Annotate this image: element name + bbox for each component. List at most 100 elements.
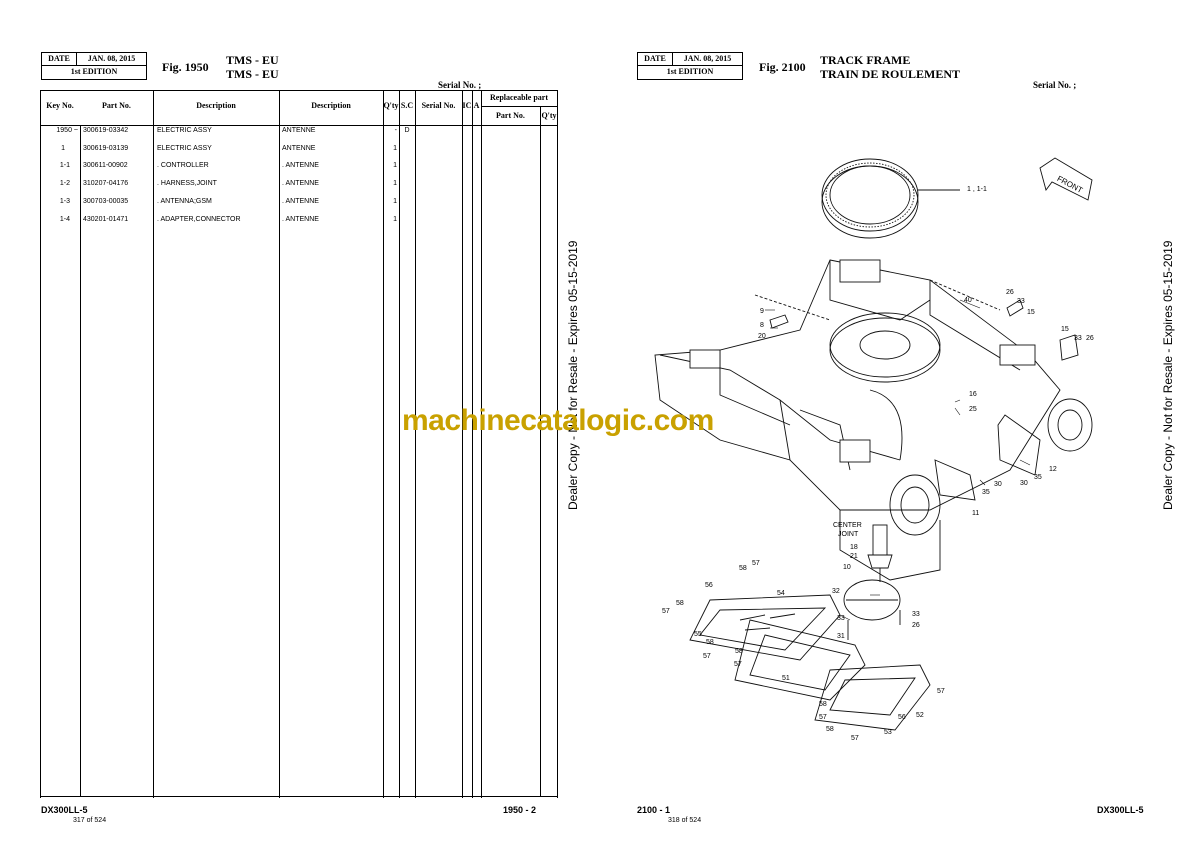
row-key: 1-4 (59, 216, 70, 223)
right-fig-title-2: TRAIN DE ROULEMENT (820, 67, 961, 81)
callout-58e: 58 (819, 701, 827, 708)
callout-15b: 15 (1061, 326, 1069, 333)
left-serial-label: Serial No. ; (438, 80, 482, 90)
callout-58a: 58 (739, 565, 747, 572)
right-footer-page: 2100 - 1 (637, 805, 671, 815)
callout-25: 25 (969, 406, 977, 413)
callout-8: 8 (760, 322, 764, 329)
callout-30: 30 (1020, 480, 1028, 487)
swing-bearing (821, 158, 919, 239)
callout-57g: 57 (851, 735, 859, 742)
row-part-no: 300619-03342 (83, 127, 129, 134)
right-dealer-stamp: Dealer Copy - Not for Resale - Expires 0… (1161, 240, 1175, 510)
callout-51: 51 (782, 675, 790, 682)
callout-58b: 58 (676, 600, 684, 607)
row-key: 1 (61, 145, 65, 152)
callout-20: 20 (758, 333, 766, 340)
callout-56b: 56 (898, 714, 906, 721)
callout-15: 15 (1027, 309, 1035, 316)
row-description-fr: . ANTENNE (282, 198, 319, 205)
right-date-box: DATE JAN. 08, 2015 1st EDITION (637, 52, 743, 80)
callout-57e: 57 (937, 688, 945, 695)
right-footer-model: DX300LL-5 (1097, 805, 1144, 815)
left-fig-title-1: TMS - EU (226, 53, 279, 67)
callout-58f: 58 (826, 726, 834, 733)
right-edition: 1st EDITION (666, 67, 714, 76)
front-arrow-icon (1039, 157, 1093, 201)
parts-table: Key No. Part No. Description Description… (40, 90, 558, 798)
callout-58c: 58 (706, 639, 714, 646)
callout-32: 32 (832, 588, 840, 595)
leader-lines (765, 299, 1031, 621)
callout-57c: 57 (703, 653, 711, 660)
center-joint-label-2: JOINT (838, 531, 859, 538)
right-fig-title-1: TRACK FRAME (820, 53, 911, 67)
callout-57f: 57 (819, 714, 827, 721)
row-key: 1-1 (59, 162, 70, 169)
row-description: ELECTRIC ASSY (157, 145, 212, 152)
callout-35b: 35 (982, 489, 990, 496)
callout-26c: 26 (912, 622, 920, 629)
center-joint-label-1: CENTER (833, 522, 862, 529)
callout-52: 52 (916, 712, 924, 719)
left-edition: 1st EDITION (70, 67, 118, 76)
header-key-no: Key No. (46, 101, 74, 110)
callout-53: 53 (884, 729, 892, 736)
callout-1-1-1: 1 , 1-1 (967, 186, 987, 193)
callout-21: 21 (850, 553, 858, 560)
left-date-label: DATE (42, 53, 77, 65)
center-joint (843, 524, 901, 640)
header-serial-no: Serial No. (421, 101, 456, 110)
left-dealer-stamp: Dealer Copy - Not for Resale - Expires 0… (566, 240, 580, 510)
callout-57d: 57 (734, 661, 742, 668)
row-part-no: 310207-04176 (83, 180, 129, 187)
callout-33: 33 (1017, 298, 1025, 305)
left-footer-page: 1950 - 2 (503, 805, 537, 815)
row-description-fr: ANTENNE (282, 127, 316, 134)
right-page-count: 318 of 524 (668, 817, 702, 824)
row-qty: 1 (393, 216, 397, 223)
row-description-fr: . ANTENNE (282, 216, 319, 223)
header-description-en: Description (196, 101, 236, 110)
row-description: . ANTENNA;GSM (157, 198, 212, 205)
callout-57a: 57 (752, 560, 760, 567)
row-qty: - (394, 127, 397, 134)
header-replaceable: Replaceable part (490, 93, 548, 102)
header-a: A (473, 101, 480, 110)
callout-33d: 33 (912, 611, 920, 618)
callout-30b: 30 (994, 481, 1002, 488)
callout-18: 18 (850, 544, 858, 551)
header-rp-qty: Q'ty (541, 111, 557, 120)
row-qty: 1 (393, 145, 397, 152)
left-fig-title-2: TMS - EU (226, 67, 279, 81)
header-ic: IC (462, 101, 472, 110)
row-part-no: 430201-01471 (83, 216, 129, 223)
track-frame-diagram (654, 157, 1093, 731)
callout-35: 35 (1034, 474, 1042, 481)
left-footer-model: DX300LL-5 (41, 805, 88, 815)
row-part-no: 300619-03139 (83, 145, 129, 152)
callout-55: 55 (694, 631, 702, 638)
row-qty: 1 (393, 180, 397, 187)
row-description-fr: ANTENNE (282, 145, 316, 152)
track-guards (689, 594, 931, 731)
row-part-no: 300611-00902 (83, 162, 128, 169)
callout-54: 54 (777, 590, 785, 597)
callout-12: 12 (1049, 466, 1057, 473)
left-date-value: JAN. 08, 2015 (87, 54, 136, 63)
callout-10: 10 (843, 564, 851, 571)
row-part-no: 300703-00035 (83, 198, 129, 205)
callout-31: 31 (837, 633, 845, 640)
callout-33c: 33 (837, 615, 845, 622)
callout-16: 16 (969, 391, 977, 398)
callout-33b: 33 (1074, 335, 1082, 342)
header-description-fr: Description (311, 101, 351, 110)
row-description: ELECTRIC ASSY (157, 127, 212, 134)
callout-57b: 57 (662, 608, 670, 615)
callout-26b: 26 (1086, 335, 1094, 342)
left-page-count: 317 of 524 (73, 817, 107, 824)
header-part-no: Part No. (102, 101, 131, 110)
header-rp-part-no: Part No. (496, 111, 525, 120)
row-qty: 1 (393, 198, 397, 205)
callout-58d: 58 (735, 648, 743, 655)
